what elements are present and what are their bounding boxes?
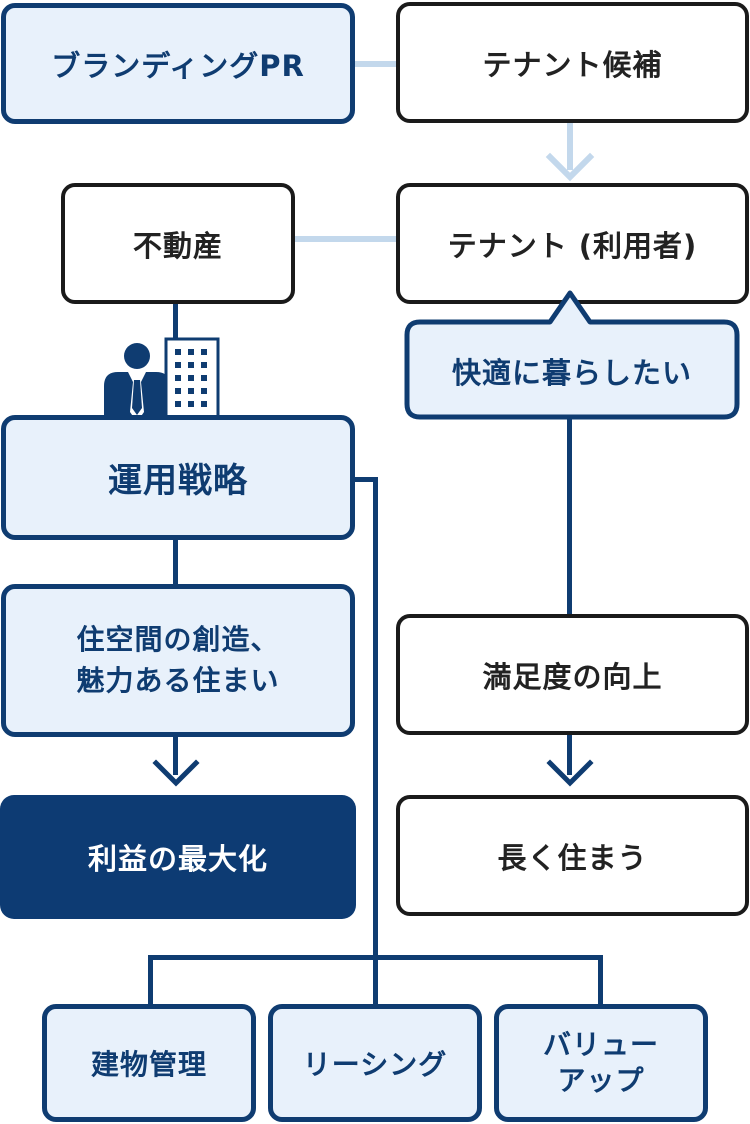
node-comfortable-living: 快適に暮らしたい — [409, 326, 735, 415]
node-tenant-user-label: テナント (利用者) — [447, 228, 698, 263]
node-tenant-candidate: テナント候補 — [396, 2, 749, 123]
node-branding-pr-label: ブランディングPR — [51, 48, 305, 83]
node-space-creation: 住空間の創造、 魅力ある住まい — [1, 584, 355, 737]
connector-bottom-left — [148, 955, 153, 1007]
node-value-up: バリュー アップ — [494, 1004, 708, 1122]
connector-realestate-tenant — [293, 236, 398, 242]
node-building-management: 建物管理 — [42, 1004, 256, 1122]
node-leasing-label: リーシング — [302, 1048, 448, 1081]
connector-wish-satisfaction — [567, 414, 572, 614]
node-tenant-user: テナント (利用者) — [396, 183, 749, 304]
node-real-estate: 不動産 — [61, 183, 295, 304]
node-value-up-line1: バリュー — [542, 1027, 659, 1061]
node-real-estate-label: 不動産 — [132, 228, 223, 263]
node-long-stay: 長く住まう — [396, 795, 749, 916]
node-space-creation-line2: 魅力ある住まい — [76, 663, 280, 697]
connector-space-profit — [173, 735, 178, 775]
connector-strategy-down — [373, 477, 378, 1007]
arrowhead-candidate-to-tenant — [545, 152, 595, 182]
connector-strategy-right — [352, 477, 378, 482]
connector-candidate-to-tenant — [567, 120, 573, 170]
node-long-stay-label: 長く住まう — [497, 840, 648, 875]
connector-realestate-strategy — [173, 302, 178, 344]
arrowhead-satisfaction-to-stay — [546, 759, 594, 787]
node-building-management-label: 建物管理 — [90, 1048, 207, 1081]
connector-bottom-horizontal — [148, 955, 603, 960]
node-tenant-candidate-label: テナント候補 — [482, 47, 663, 82]
node-profit-max: 利益の最大化 — [0, 795, 356, 919]
node-operation-strategy: 運用戦略 — [1, 415, 355, 540]
node-comfortable-living-label: 快適に暮らしたい — [451, 355, 692, 390]
connector-branding-tenant-candidate — [352, 61, 398, 67]
connector-bottom-right — [598, 955, 603, 1007]
node-satisfaction-up-label: 満足度の向上 — [482, 659, 663, 694]
node-branding-pr: ブランディングPR — [1, 3, 355, 124]
arrowhead-space-to-profit — [152, 759, 200, 787]
connector-strategy-space — [173, 538, 178, 588]
node-value-up-line2: アップ — [557, 1064, 645, 1097]
node-space-creation-line1: 住空間の創造、 — [76, 622, 280, 656]
node-operation-strategy-label: 運用戦略 — [108, 461, 248, 501]
node-leasing: リーシング — [268, 1004, 482, 1122]
connector-satisfaction-stay — [567, 735, 572, 775]
node-profit-max-label: 利益の最大化 — [87, 842, 268, 876]
node-satisfaction-up: 満足度の向上 — [396, 614, 749, 735]
